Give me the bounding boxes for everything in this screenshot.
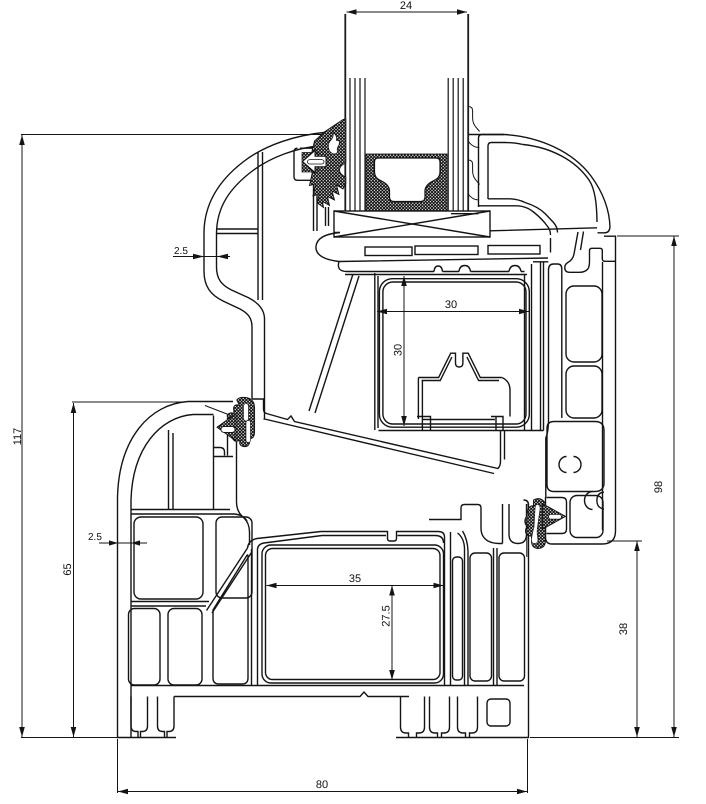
svg-text:2.5: 2.5 (174, 246, 188, 257)
svg-text:35: 35 (349, 573, 361, 585)
svg-text:2.5: 2.5 (88, 532, 102, 543)
svg-text:80: 80 (316, 779, 328, 791)
svg-text:27.5: 27.5 (381, 605, 393, 626)
svg-text:24: 24 (400, 0, 412, 12)
svg-text:30: 30 (393, 344, 405, 356)
svg-text:65: 65 (62, 563, 74, 575)
svg-text:38: 38 (618, 623, 630, 635)
svg-text:98: 98 (653, 481, 665, 493)
svg-text:30: 30 (445, 299, 457, 311)
svg-text:117: 117 (12, 428, 24, 446)
